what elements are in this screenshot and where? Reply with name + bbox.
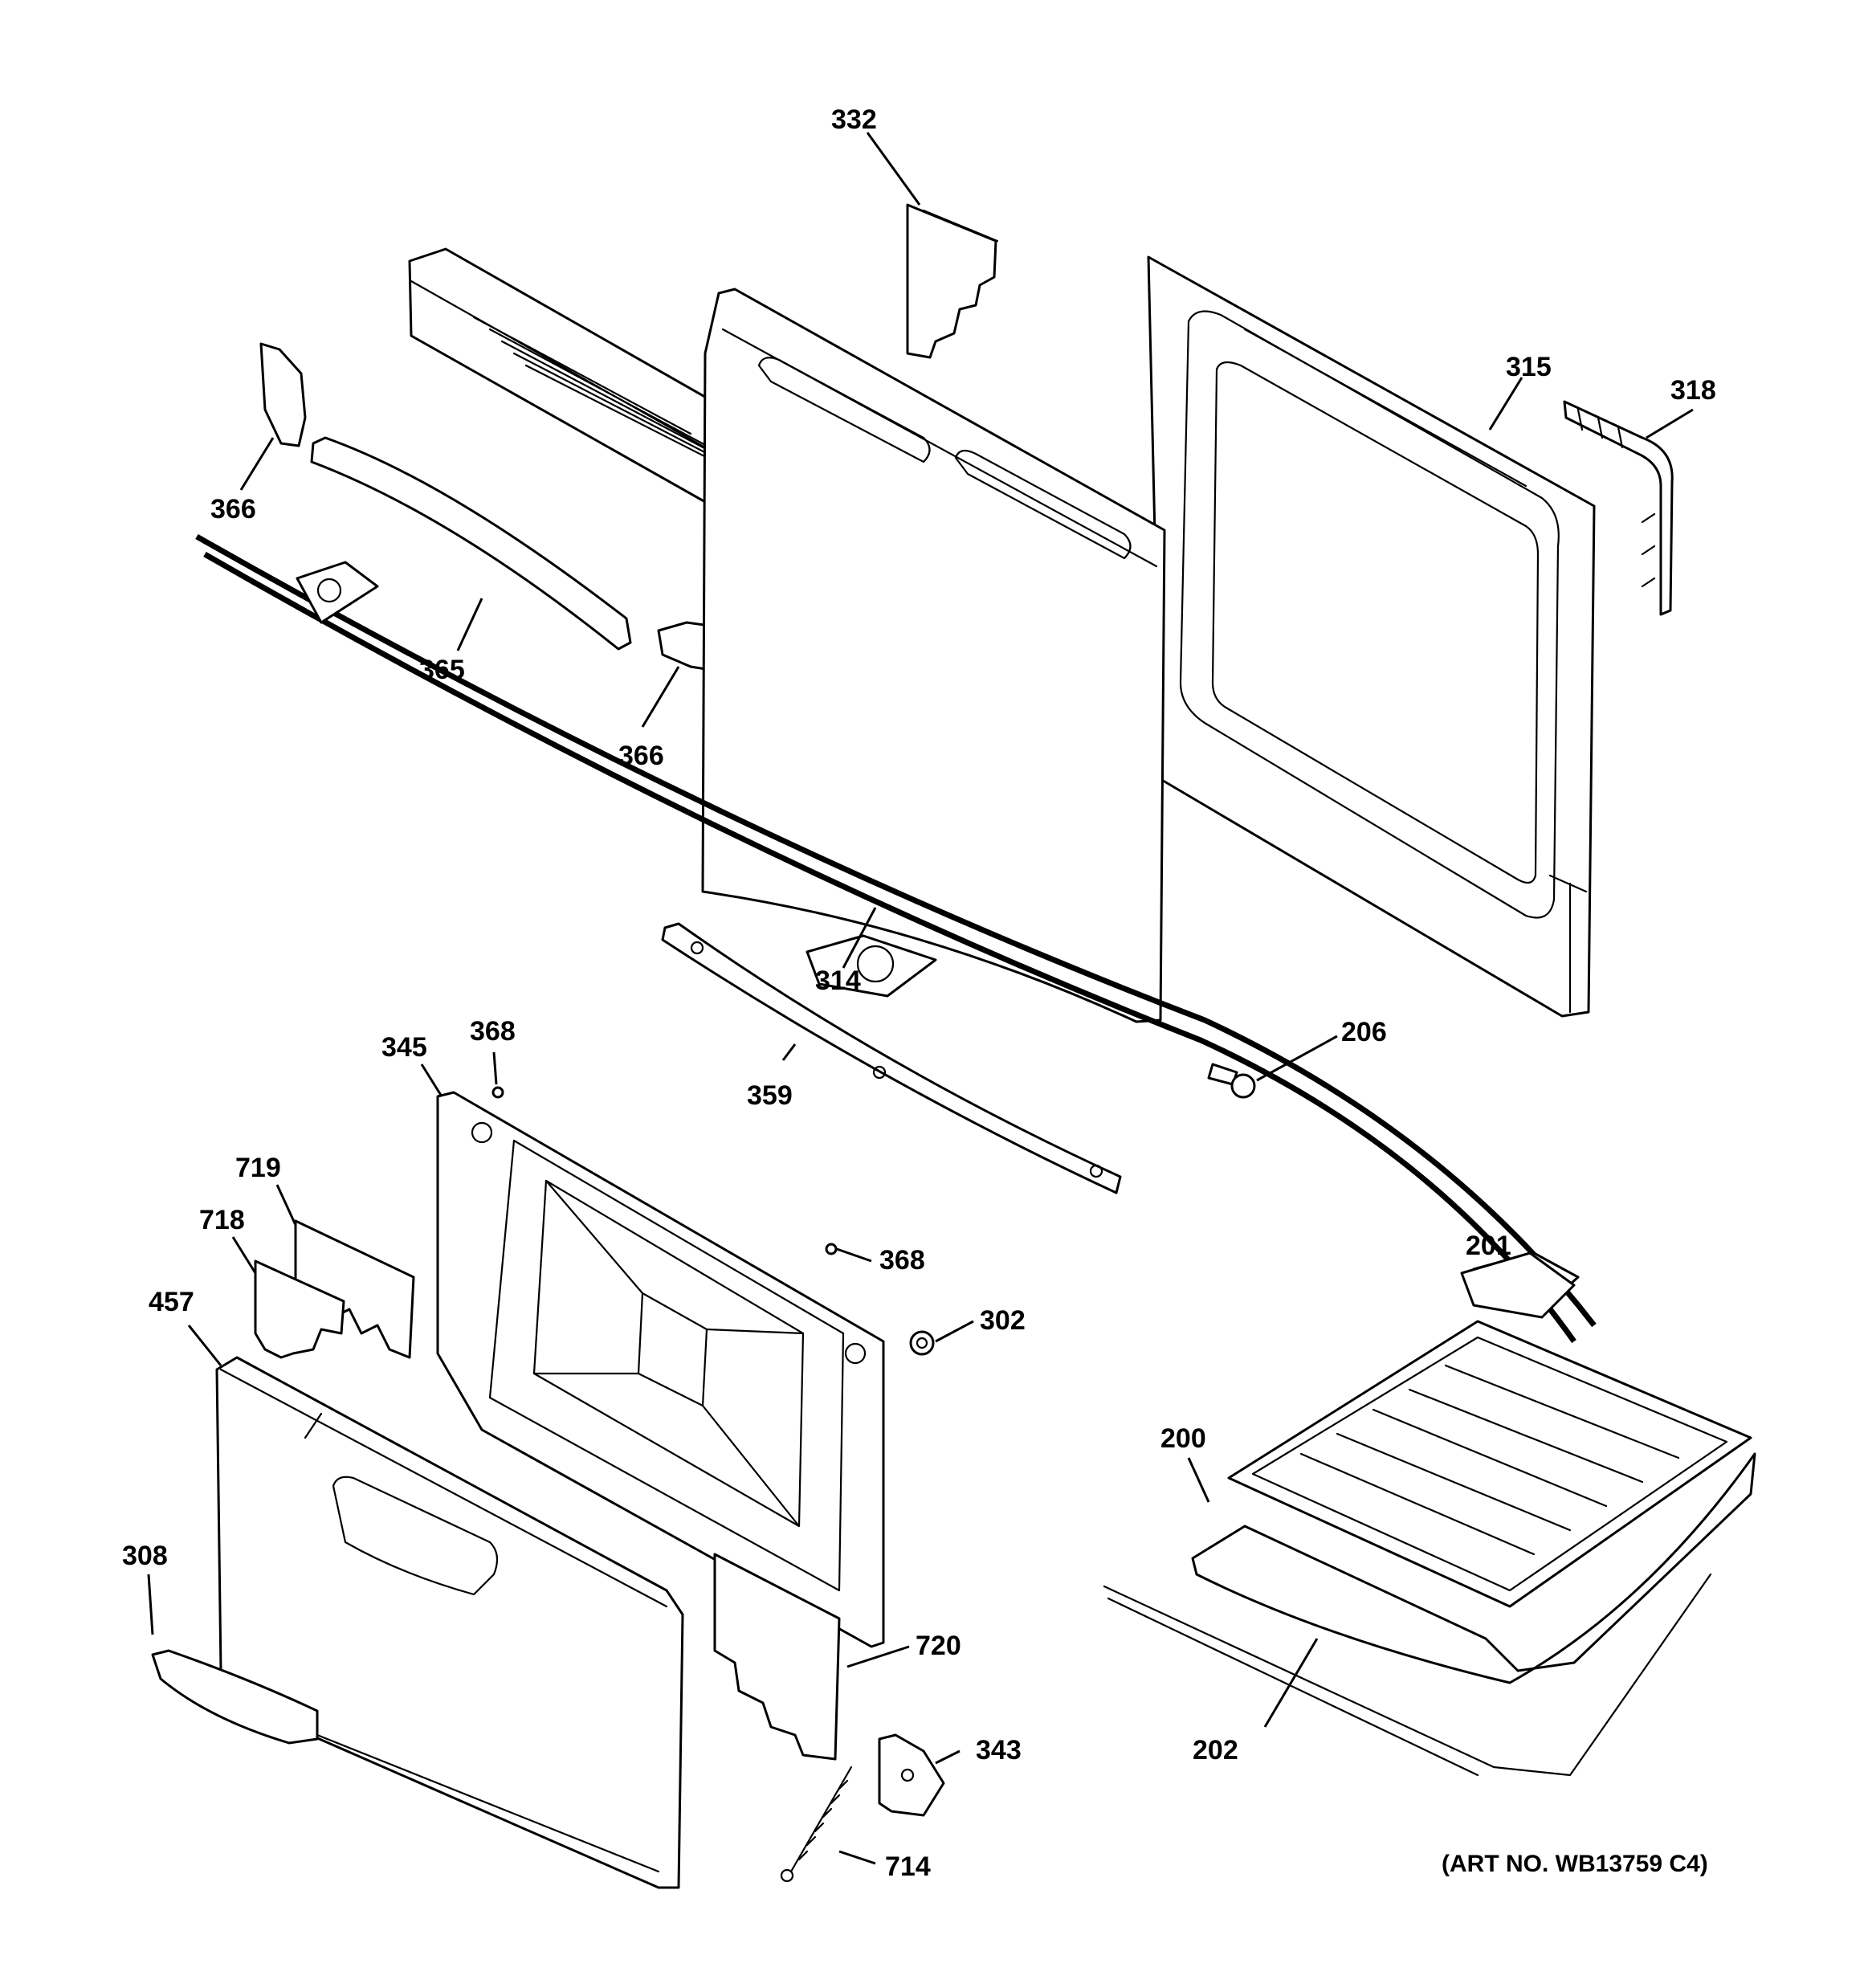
callout-308: 308 bbox=[122, 1541, 168, 1571]
callout-719: 719 bbox=[235, 1153, 281, 1183]
part-718-insulation bbox=[254, 1259, 345, 1359]
part-308-badge bbox=[151, 1649, 319, 1745]
outer-door-panel bbox=[701, 288, 1166, 1023]
part-318-hinge-clip bbox=[1563, 400, 1674, 616]
part-714-spring bbox=[780, 1766, 853, 1883]
part-359-lower-trim bbox=[661, 922, 1122, 1194]
part-202-broiler-pan bbox=[1103, 1452, 1756, 1777]
part-365-handle bbox=[310, 436, 632, 651]
callout-202: 202 bbox=[1193, 1735, 1238, 1766]
callout-314: 314 bbox=[815, 965, 861, 996]
part-720-insulation bbox=[713, 1553, 841, 1761]
callout-318: 318 bbox=[1670, 375, 1716, 406]
callout-302: 302 bbox=[980, 1305, 1026, 1336]
part-200-broiler-grid bbox=[1227, 1320, 1752, 1608]
part-343-bracket bbox=[878, 1733, 945, 1817]
callout-457: 457 bbox=[149, 1287, 194, 1317]
part-345-drawer-liner bbox=[436, 1091, 885, 1648]
part-315-inner-door bbox=[1147, 255, 1596, 1018]
callout-labels: 332 315 318 366 365 366 314 206 345 368 … bbox=[122, 104, 1716, 1882]
part-368-screw-b bbox=[825, 1243, 838, 1255]
callout-714: 714 bbox=[885, 1851, 931, 1882]
callout-365: 365 bbox=[419, 655, 465, 685]
part-206-screw bbox=[1207, 1063, 1256, 1099]
callout-718: 718 bbox=[199, 1205, 245, 1235]
callout-201: 201 bbox=[1466, 1231, 1511, 1261]
part-368-screw-a bbox=[491, 1086, 504, 1099]
part-366-end-cap-left bbox=[259, 342, 307, 447]
callout-368-top: 368 bbox=[470, 1016, 516, 1047]
callout-720: 720 bbox=[916, 1631, 961, 1661]
callout-200: 200 bbox=[1160, 1423, 1206, 1454]
callout-359: 359 bbox=[747, 1080, 793, 1111]
callout-366-mid: 366 bbox=[618, 741, 664, 771]
part-201-tag bbox=[1460, 1251, 1576, 1319]
callout-345: 345 bbox=[381, 1032, 427, 1063]
callout-368-mid: 368 bbox=[879, 1245, 925, 1276]
callout-332: 332 bbox=[831, 104, 877, 135]
callout-315: 315 bbox=[1506, 352, 1552, 382]
leader-lines bbox=[147, 132, 1694, 1865]
part-302-nut bbox=[909, 1330, 935, 1356]
callout-366-top: 366 bbox=[210, 494, 256, 525]
part-332-bracket bbox=[906, 203, 999, 359]
art-number: (ART NO. WB13759 C4) bbox=[1442, 1851, 1708, 1877]
callout-343: 343 bbox=[976, 1735, 1022, 1766]
callout-206: 206 bbox=[1341, 1017, 1387, 1047]
